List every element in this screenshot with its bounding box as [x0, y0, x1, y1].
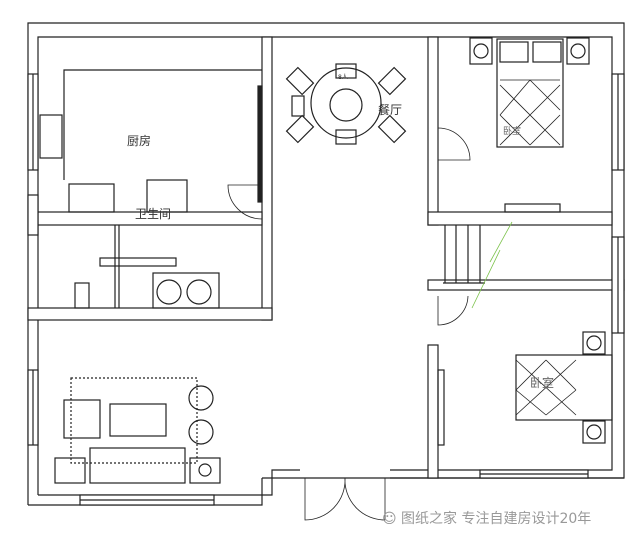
doors — [227, 127, 471, 521]
watermark: ☺ 图纸之家 专注自建房设计20年 — [382, 508, 591, 528]
outer-walls — [27, 22, 625, 506]
room-label-bedroom-bottom: 卧室 — [530, 376, 555, 390]
kitchen-counter — [39, 69, 263, 213]
bathroom-fixtures — [74, 257, 220, 309]
watermark-text: 图纸之家 专注自建房设计20年 — [401, 511, 592, 527]
room-label-dining: 餐厅 — [378, 103, 403, 117]
stairs — [443, 221, 513, 309]
interior-walls — [27, 36, 625, 479]
room-label-kitchen: 厨房 — [127, 134, 152, 148]
wechat-icon: ☺ — [382, 511, 402, 527]
table-label: 8人 — [338, 74, 348, 81]
room-label-bedroom-top: 卧室 — [503, 127, 522, 137]
dining-table — [285, 63, 407, 145]
living-room-furniture — [54, 377, 221, 484]
bed-top — [469, 37, 590, 213]
windows — [27, 73, 625, 506]
bed-bottom — [437, 331, 613, 446]
room-label-bathroom: 卫生间 — [135, 207, 172, 221]
